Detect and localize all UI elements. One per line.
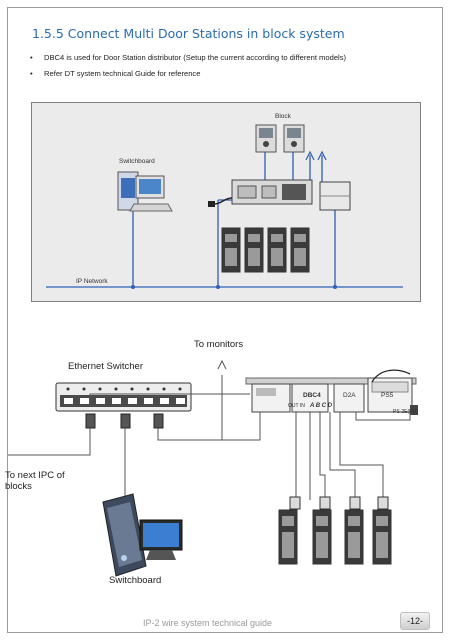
switchboard-pc-bottom	[102, 493, 183, 577]
section-title: 1.5.5 Connect Multi Door Stations in blo…	[32, 26, 345, 41]
connector-blocks	[289, 496, 389, 510]
monitors-arrow	[217, 359, 227, 370]
block-monitor	[255, 124, 277, 153]
ethernet-switcher-label: Ethernet Switcher	[68, 361, 143, 372]
bullet-item: Refer DT system technical Guide for refe…	[30, 68, 346, 84]
block-monitor	[283, 124, 305, 153]
bottom-wiring	[8, 375, 411, 510]
to-monitors-label: To monitors	[194, 339, 244, 350]
block-label: Block	[275, 113, 291, 120]
switchboard-pc-top	[117, 171, 173, 212]
switchboard-label-top: Switchboard	[119, 158, 155, 165]
rj45-plugs	[85, 413, 164, 429]
top-arrows	[305, 150, 327, 161]
din-rail-units	[245, 369, 418, 415]
footer-text: IP-2 wire system technical guide	[143, 618, 273, 628]
out-in-label: OUT IN	[288, 403, 305, 409]
network-label: IP Network	[76, 278, 108, 285]
bullet-list: DBC4 is used for Door Station distributo…	[30, 52, 346, 84]
door-stations-bottom	[278, 509, 392, 565]
d2a-label: D2A	[343, 392, 356, 399]
dbc4-label: DBC4	[303, 392, 321, 399]
abcd-label: A B C D	[310, 403, 333, 409]
power-label: PS-2E(RC)	[393, 409, 419, 415]
page-frame	[7, 7, 443, 633]
page-number: -12-	[400, 612, 430, 630]
ipc-unit	[208, 179, 313, 207]
ethernet-switcher	[55, 382, 192, 412]
ps5-label: PS5	[381, 392, 394, 399]
distributor-top	[319, 181, 351, 211]
bullet-item: DBC4 is used for Door Station distributo…	[30, 52, 346, 68]
to-next-ipc-label: To next IPC of blocks	[5, 470, 65, 492]
switchboard-label-bottom: Switchboard	[109, 575, 162, 586]
